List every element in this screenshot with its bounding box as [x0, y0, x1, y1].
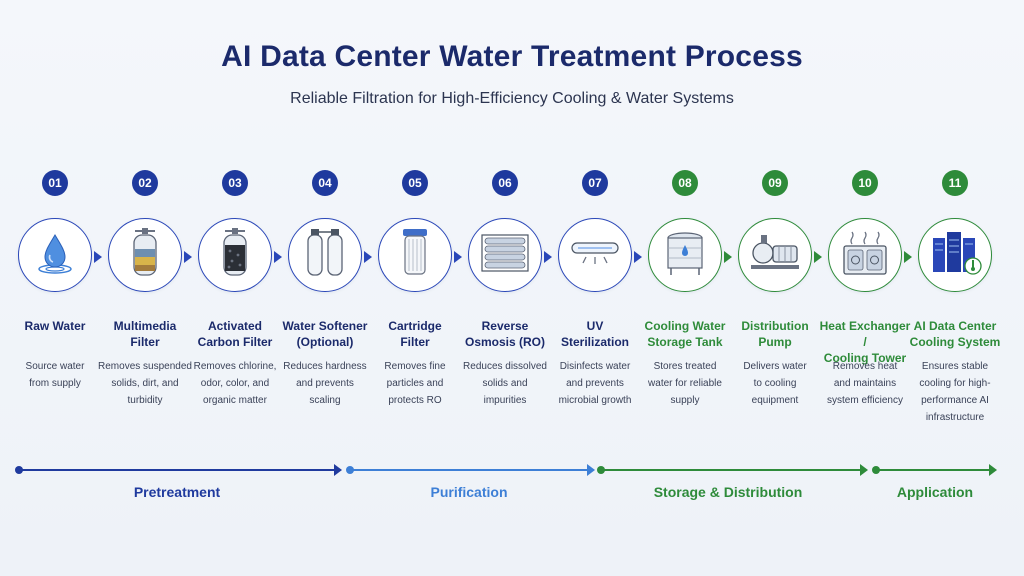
step-cooling-water-storage-tank: 08 Cooling Water Storage Tank Stores tre…	[637, 170, 733, 440]
step-reverse-osmosis: 06 Reverse Osmosis (RO) Reduces dissolve…	[457, 170, 553, 440]
step-icon-circle	[378, 218, 452, 292]
multimedia-filter-icon	[121, 227, 169, 284]
step-water-softener: 04 Water Softener (Optional) Reduces har…	[277, 170, 373, 440]
step-number-badge: 10	[852, 170, 878, 196]
pump-icon	[747, 231, 803, 280]
step-heat-exchanger-cooling-tower: 10 Heat Exchanger / Cooling Tower Remove…	[817, 170, 913, 440]
flow-arrow	[94, 251, 102, 263]
storage-tank-icon	[660, 228, 710, 283]
cartridge-filter-icon	[395, 227, 435, 284]
water-drop-icon	[31, 229, 79, 282]
page-title: AI Data Center Water Treatment Process	[221, 40, 803, 73]
step-ai-data-center-cooling-system: 11 AI Data Center Cooling System Ensures…	[907, 170, 1003, 440]
ro-membrane-icon	[478, 231, 532, 280]
phase-label-purification: Purification	[430, 484, 508, 500]
step-distribution-pump: 09 Distribution Pump Delivers water to c…	[727, 170, 823, 440]
flow-arrow	[364, 251, 372, 263]
flow-arrow	[274, 251, 282, 263]
step-number-badge: 09	[762, 170, 788, 196]
step-description: Removes chlorine, odor, color, and organ…	[193, 361, 277, 406]
step-description: Reduces hardness and prevents scaling	[283, 361, 367, 406]
step-icon-circle	[198, 218, 272, 292]
step-description: Removes suspended solids, dirt, and turb…	[98, 361, 192, 406]
step-uv-sterilization: 07 UV Sterilization Disinfects water and…	[547, 170, 643, 440]
step-name: Raw Water	[24, 319, 86, 333]
step-number-badge: 02	[132, 170, 158, 196]
step-number-badge: 04	[312, 170, 338, 196]
uv-lamp-icon	[568, 231, 622, 280]
cooling-tower-icon	[838, 228, 892, 283]
step-description: Removes fine particles and protects RO	[384, 361, 446, 406]
phase-arrow-head	[334, 464, 342, 476]
phase-arrow-head	[587, 464, 595, 476]
step-icon-circle	[918, 218, 992, 292]
carbon-filter-icon	[211, 227, 259, 284]
flow-arrow	[544, 251, 552, 263]
phase-start-dot	[346, 466, 354, 474]
step-icon-circle	[648, 218, 722, 292]
flow-arrow	[184, 251, 192, 263]
step-number-badge: 05	[402, 170, 428, 196]
step-name: Water Softener (Optional)	[282, 319, 368, 349]
step-icon-circle	[558, 218, 632, 292]
step-icon-circle	[18, 218, 92, 292]
step-description: Removes heat and maintains system effici…	[827, 361, 903, 406]
step-icon-circle	[288, 218, 362, 292]
phase-line-pretreatment	[15, 464, 342, 476]
step-name: Cartridge Filter	[388, 319, 442, 349]
step-number-badge: 01	[42, 170, 68, 196]
phase-start-dot	[872, 466, 880, 474]
step-icon-circle	[108, 218, 182, 292]
phase-arrow-head	[860, 464, 868, 476]
softener-tanks-icon	[300, 227, 350, 284]
step-name: Heat Exchanger / Cooling Tower	[819, 319, 911, 365]
phase-start-dot	[15, 466, 23, 474]
phase-start-dot	[597, 466, 605, 474]
step-cartridge-filter: 05 Cartridge Filter Removes fine particl…	[367, 170, 463, 440]
server-rack-icon	[927, 228, 983, 283]
phase-line-application	[872, 464, 997, 476]
step-name: Distribution Pump	[741, 319, 809, 349]
step-name: Activated Carbon Filter	[197, 319, 273, 349]
step-name: UV Sterilization	[560, 319, 629, 349]
step-name: Multimedia Filter	[113, 319, 177, 349]
phase-line-storage-distribution	[597, 464, 868, 476]
page-subtitle: Reliable Filtration for High-Efficiency …	[290, 90, 734, 107]
phase-label-pretreatment: Pretreatment	[133, 484, 221, 500]
step-description: Disinfects water and prevents microbial …	[558, 361, 632, 406]
step-description: Source water from supply	[25, 361, 85, 389]
step-activated-carbon-filter: 03 Activated Carbon Filter Removes chlor…	[187, 170, 283, 440]
flow-arrow	[814, 251, 822, 263]
step-name: AI Data Center Cooling System	[909, 319, 1001, 349]
phase-arrow-head	[989, 464, 997, 476]
step-description: Stores treated water for reliable supply	[648, 361, 722, 406]
flow-arrow	[634, 251, 642, 263]
step-icon-circle	[468, 218, 542, 292]
step-description: Ensures stable cooling for high- perform…	[919, 361, 991, 423]
step-name: Reverse Osmosis (RO)	[464, 319, 545, 349]
step-number-badge: 06	[492, 170, 518, 196]
phase-label-application: Application	[896, 484, 974, 500]
flow-arrow	[904, 251, 912, 263]
step-number-badge: 03	[222, 170, 248, 196]
phase-line-purification	[346, 464, 595, 476]
step-description: Reduces dissolved solids and impurities	[463, 361, 547, 406]
step-raw-water: 01 Raw Water Source water from supply	[7, 170, 103, 440]
step-icon-circle	[738, 218, 812, 292]
phase-label-storage-distribution: Storage & Distribution	[653, 484, 803, 500]
step-multimedia-filter: 02 Multimedia Filter Removes suspended s…	[97, 170, 193, 440]
step-number-badge: 08	[672, 170, 698, 196]
step-description: Delivers water to cooling equipment	[743, 361, 807, 406]
step-name: Cooling Water Storage Tank	[644, 319, 726, 349]
flow-arrow	[454, 251, 462, 263]
step-icon-circle	[828, 218, 902, 292]
step-number-badge: 07	[582, 170, 608, 196]
step-number-badge: 11	[942, 170, 968, 196]
flow-arrow	[724, 251, 732, 263]
